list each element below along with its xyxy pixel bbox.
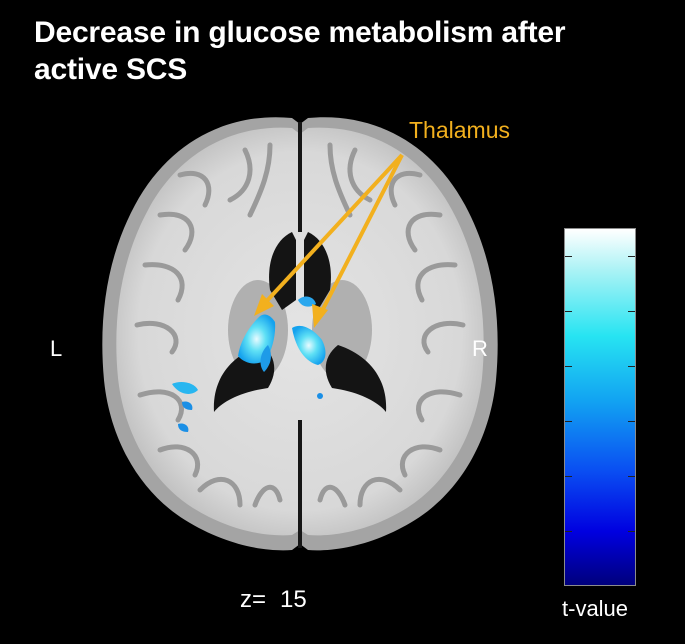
colorbar-tick — [565, 256, 572, 257]
colorbar-tick — [565, 421, 572, 422]
colorbar-tick — [565, 366, 572, 367]
figure-title: Decrease in glucose metabolism after act… — [34, 14, 664, 88]
orientation-left-label: L — [50, 336, 63, 361]
orientation-right-label: R — [472, 336, 488, 361]
activation-clusters — [172, 296, 326, 432]
colorbar-tick — [565, 531, 572, 532]
slice-z-label: z= — [240, 586, 267, 613]
colorbar-tick — [628, 311, 635, 312]
slice-z-value: 15 — [280, 586, 307, 613]
colorbar-label: t-value — [562, 596, 629, 621]
colorbar-tick — [565, 311, 572, 312]
title-line-1: Decrease in glucose metabolism after — [34, 16, 566, 49]
colorbar-tick — [628, 531, 635, 532]
colorbar-tick — [628, 256, 635, 257]
colorbar-tick — [628, 476, 635, 477]
cluster-right-thalamus — [292, 325, 326, 365]
t-value-colorbar — [564, 228, 636, 586]
thalamus-annotation-label: Thalamus — [409, 117, 510, 143]
thalamus-arrows — [254, 153, 404, 328]
title-line-2: active SCS — [34, 53, 188, 86]
cluster-left-lateral — [172, 382, 198, 394]
colorbar-tick — [628, 421, 635, 422]
colorbar-tick — [628, 366, 635, 367]
slice-position-label: z= 15 — [240, 586, 307, 614]
colorbar-tick — [565, 476, 572, 477]
